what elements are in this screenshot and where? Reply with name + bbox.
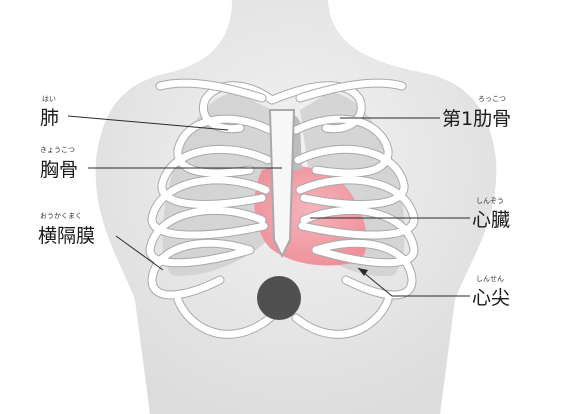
label-rib-reading: ろっこつ bbox=[478, 95, 506, 103]
label-diaphragm: 横隔膜 bbox=[38, 225, 95, 247]
label-lung: 肺 bbox=[40, 107, 59, 129]
label-rib: 第1肋骨 bbox=[442, 108, 511, 130]
label-apex-reading: しんせん bbox=[476, 275, 504, 283]
label-heart-reading: しんぞう bbox=[476, 197, 504, 205]
label-sternum: 胸骨 bbox=[40, 159, 78, 181]
label-heart: 心臓 bbox=[472, 209, 510, 231]
label-apex: 心尖 bbox=[472, 287, 510, 309]
apex-marker-dot bbox=[257, 276, 301, 320]
label-lung-reading: はい bbox=[42, 95, 56, 103]
label-sternum-reading: きょうこつ bbox=[40, 146, 75, 154]
label-diaphragm-reading: おうかくまく bbox=[40, 212, 82, 220]
sternum-bone bbox=[270, 110, 294, 256]
